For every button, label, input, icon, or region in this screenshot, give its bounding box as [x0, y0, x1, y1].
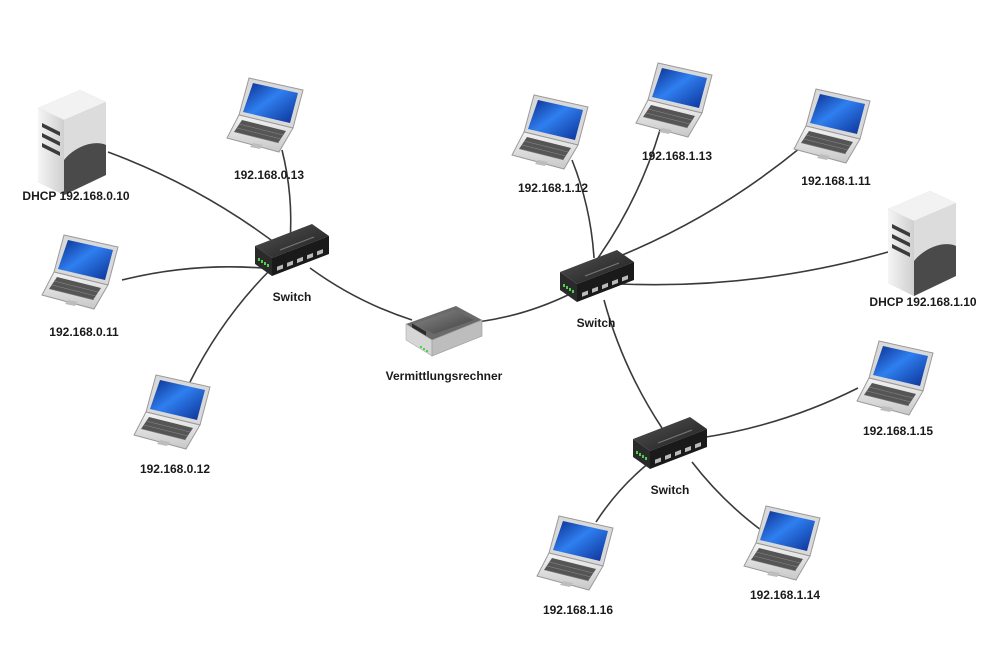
- switch-icon[interactable]: [559, 249, 635, 303]
- laptop-label-lap011: 192.168.0.11: [49, 325, 119, 339]
- edge-sw1-lap113: [597, 129, 661, 259]
- switch-label-sw1: Switch: [576, 316, 616, 330]
- laptop-label-lap113: 192.168.1.13: [641, 149, 713, 163]
- edge-sw1-lap112: [571, 159, 595, 259]
- laptop-icon[interactable]: [226, 77, 304, 153]
- laptop-icon[interactable]: [793, 88, 871, 164]
- edge-sw1-sw2: [603, 299, 663, 429]
- router-label-router: Vermittlungsrechner: [385, 369, 503, 383]
- connections: [107, 129, 889, 541]
- edge-sw0-router: [309, 267, 413, 321]
- switch-icon[interactable]: [632, 416, 708, 470]
- laptop-label-lap112: 192.168.1.12: [517, 181, 589, 195]
- laptop-label-lap115: 192.168.1.15: [862, 424, 934, 438]
- laptop-icon[interactable]: [743, 505, 821, 581]
- laptop-icon[interactable]: [635, 62, 713, 138]
- switch-icon[interactable]: [254, 223, 330, 277]
- laptop-label-lap013: 192.168.0.13: [233, 168, 305, 182]
- laptop-icon[interactable]: [511, 94, 589, 170]
- laptop-label-lap012: 192.168.0.12: [139, 462, 211, 476]
- server-label-dhcp1: DHCP 192.168.1.10: [869, 295, 977, 309]
- server-icon[interactable]: [38, 90, 106, 195]
- edge-router-sw1: [477, 293, 571, 323]
- laptop-label-lap116: 192.168.1.16: [542, 603, 614, 617]
- edge-sw0-lap013: [281, 149, 292, 243]
- laptop-icon[interactable]: [133, 374, 211, 450]
- edge-sw1-dhcp1: [619, 251, 889, 286]
- switch-label-sw0: Switch: [272, 290, 312, 304]
- devices: [38, 62, 956, 591]
- edge-sw0-lap012: [189, 269, 271, 383]
- laptop-icon[interactable]: [41, 234, 119, 310]
- laptop-label-lap114: 192.168.1.14: [749, 588, 821, 602]
- server-label-dhcp0: DHCP 192.168.0.10: [22, 189, 130, 203]
- switch-label-sw2: Switch: [650, 483, 690, 497]
- edge-sw0-lap011: [121, 266, 263, 281]
- router-icon[interactable]: [405, 305, 483, 357]
- server-icon[interactable]: [888, 191, 956, 296]
- laptop-icon[interactable]: [856, 340, 934, 416]
- laptop-label-lap111: 192.168.1.11: [801, 174, 871, 188]
- edge-sw1-lap111: [604, 147, 801, 263]
- laptop-icon[interactable]: [536, 515, 614, 591]
- edge-sw2-lap116: [595, 461, 651, 523]
- edge-sw2-lap115: [699, 387, 859, 439]
